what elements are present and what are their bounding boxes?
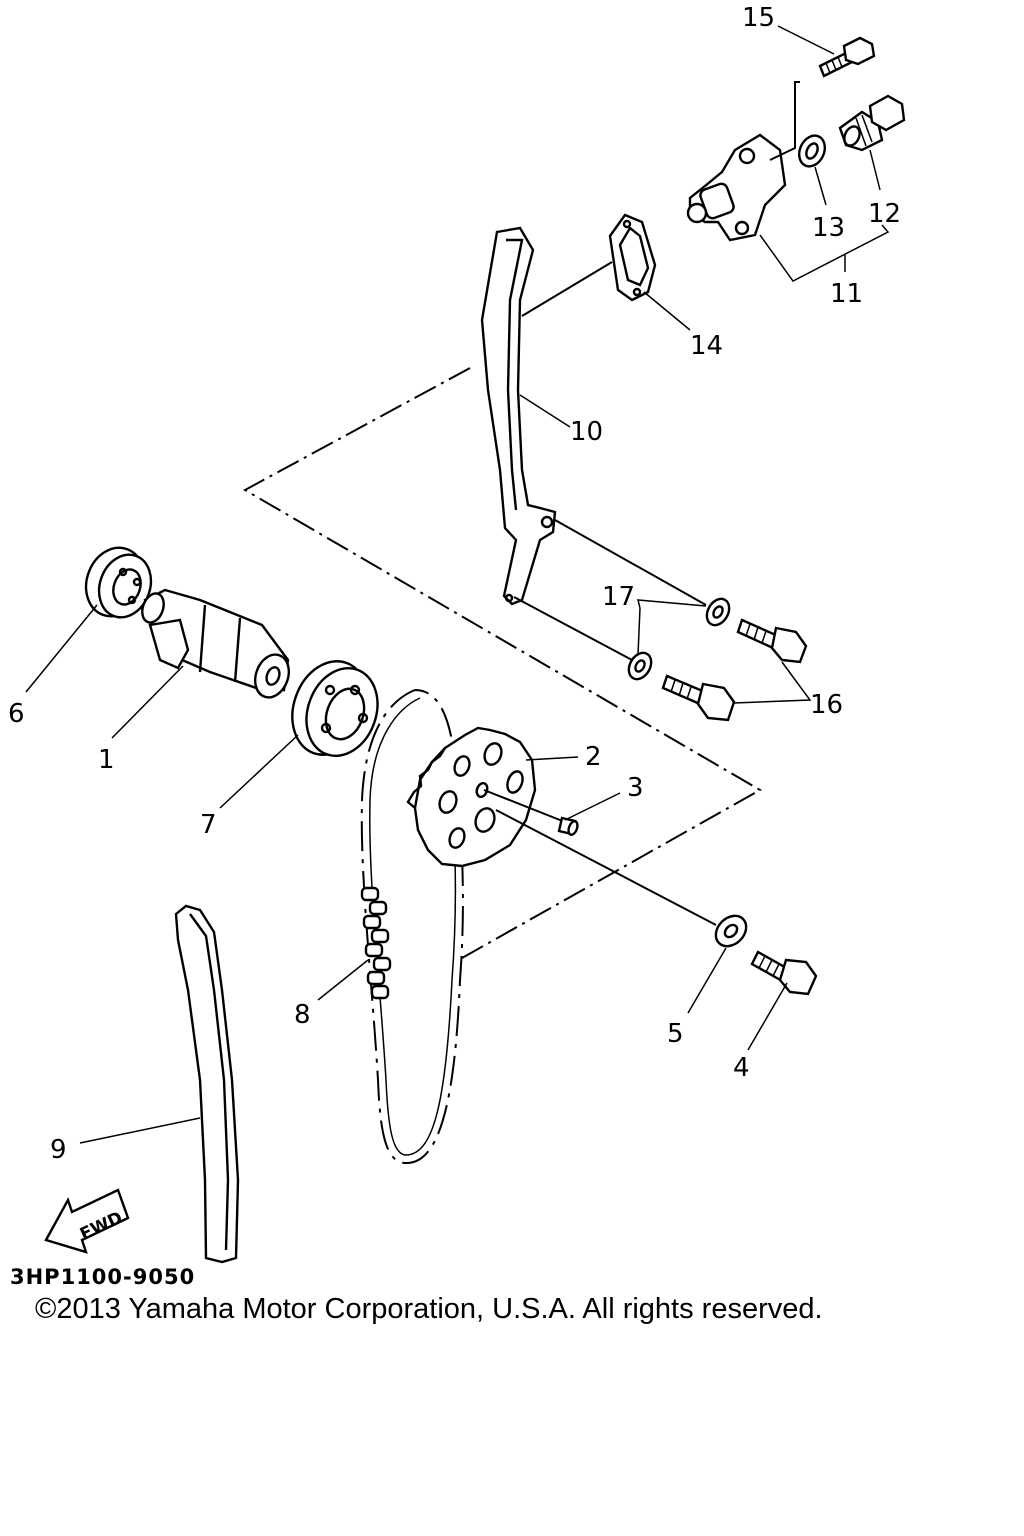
part-label-1: 1 xyxy=(98,745,115,775)
exploded-parts-diagram: FWD 15 12 13 11 14 10 17 6 16 1 2 3 xyxy=(8,3,906,1289)
washer-5 xyxy=(714,914,748,948)
washer-17-upper xyxy=(705,597,731,627)
washer-17-lower xyxy=(627,651,653,681)
part-label-3: 3 xyxy=(627,773,644,803)
chain-links-detail xyxy=(360,886,392,1000)
part-label-15: 15 xyxy=(742,3,775,33)
part-label-5: 5 xyxy=(667,1019,684,1049)
dowel-pin-3 xyxy=(483,789,579,836)
part-label-13: 13 xyxy=(812,213,845,243)
cap-bolt-12 xyxy=(838,94,906,152)
part-label-11: 11 xyxy=(830,279,863,309)
bolt-4 xyxy=(750,950,818,996)
cam-chain-8 xyxy=(360,688,464,1165)
washer-13 xyxy=(797,134,827,168)
bolt-15 xyxy=(818,36,876,78)
gasket-14 xyxy=(521,213,657,317)
part-number-labels: 15 12 13 11 14 10 17 6 16 1 2 3 7 8 5 4 … xyxy=(8,3,901,1165)
tensioner-assembly xyxy=(686,36,906,242)
bolt-16-lower xyxy=(661,674,736,722)
part-label-9: 9 xyxy=(50,1135,67,1165)
bolt-16-upper xyxy=(736,618,808,664)
cam-sprocket-2 xyxy=(406,726,537,868)
fwd-arrow-icon: FWD xyxy=(44,1188,130,1254)
part-label-10: 10 xyxy=(570,417,603,447)
bearing-7 xyxy=(291,660,379,758)
callout-leaders xyxy=(25,25,890,1144)
part-label-7: 7 xyxy=(200,810,217,840)
chain-guide-9 xyxy=(174,904,240,1264)
part-label-12: 12 xyxy=(868,199,901,229)
bearing-6 xyxy=(84,546,153,619)
part-label-8: 8 xyxy=(294,1000,311,1030)
part-label-16: 16 xyxy=(810,690,843,720)
part-label-2: 2 xyxy=(585,742,602,772)
part-label-6: 6 xyxy=(8,699,25,729)
chain-guide-10 xyxy=(480,226,557,606)
copyright-notice: ©2013 Yamaha Motor Corporation, U.S.A. A… xyxy=(35,1293,823,1325)
drawing-code: 3HP1100-9050 xyxy=(10,1265,195,1289)
reference-plane-line xyxy=(242,367,763,959)
part-label-17: 17 xyxy=(602,582,635,612)
camshaft-1 xyxy=(141,588,291,699)
part-label-14: 14 xyxy=(690,331,723,361)
part-label-4: 4 xyxy=(733,1053,750,1083)
